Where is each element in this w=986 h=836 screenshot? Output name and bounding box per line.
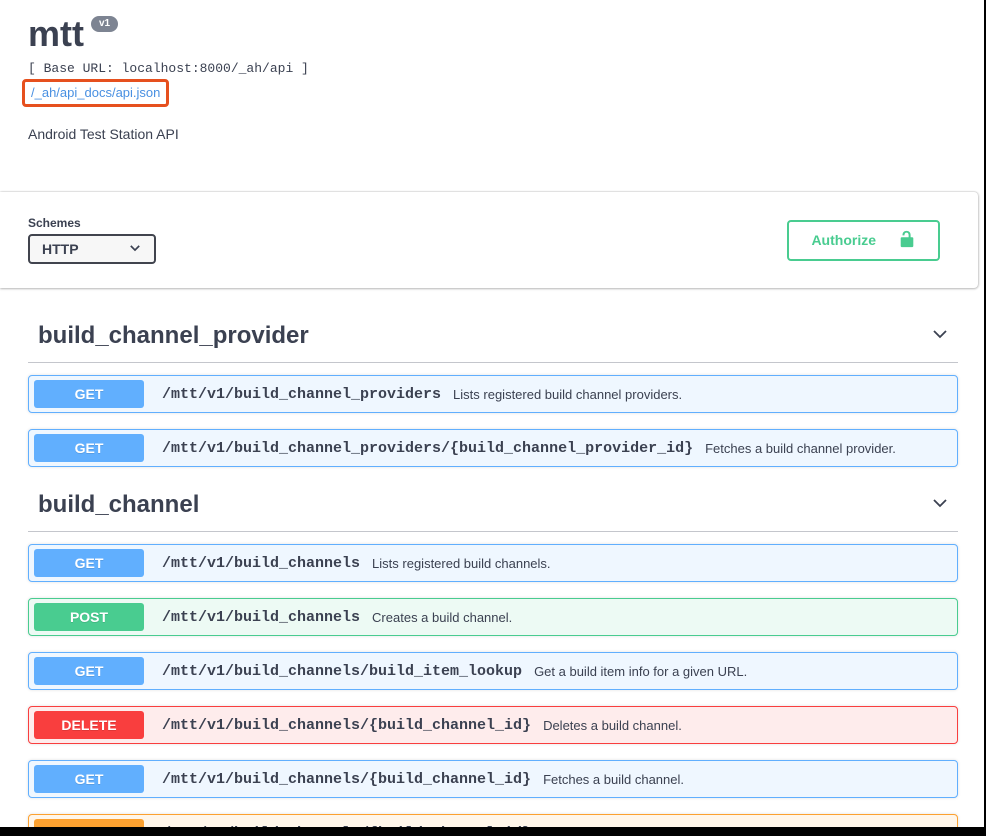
chevron-down-icon[interactable] — [922, 493, 958, 518]
section-operations: GET /mtt/v1/build_channel_providers List… — [28, 375, 958, 467]
operation-summary: Lists registered build channels. — [372, 555, 551, 571]
method-badge: GET — [34, 434, 144, 462]
method-badge: GET — [34, 380, 144, 408]
method-badge: GET — [34, 657, 144, 685]
api-description: Android Test Station API — [28, 126, 179, 142]
operation-row[interactable]: DELETE /mtt/v1/build_channels/{build_cha… — [28, 706, 958, 744]
operation-path: /mtt/v1/build_channel_providers — [162, 385, 442, 403]
operation-summary: Get a build item info for a given URL. — [534, 663, 748, 679]
operation-summary: Deletes a build channel. — [543, 717, 682, 733]
method-badge: GET — [34, 549, 144, 577]
operation-path: /mtt/v1/build_channel_providers/{build_c… — [162, 439, 694, 457]
schemes-block: Schemes HTTP — [28, 216, 156, 264]
chevron-down-icon[interactable] — [922, 324, 958, 349]
screenshot-border-right — [984, 0, 986, 836]
scheme-selected-value: HTTP — [42, 241, 79, 257]
operation-row[interactable]: GET /mtt/v1/build_channels/{build_channe… — [28, 760, 958, 798]
section-title: build_channel — [38, 491, 200, 518]
operation-path: /mtt/v1/build_channels — [162, 608, 361, 626]
operation-path: /mtt/v1/build_channels/{build_channel_id… — [162, 716, 532, 734]
section-title: build_channel_provider — [38, 322, 309, 349]
operation-path: /mtt/v1/build_channels/{build_channel_id… — [162, 770, 532, 788]
operation-summary: Fetches a build channel provider. — [705, 440, 896, 456]
operation-summary: Creates a build channel. — [372, 609, 513, 625]
scheme-container: Schemes HTTP Authorize — [0, 192, 978, 288]
method-badge: GET — [34, 765, 144, 793]
section-operations: GET /mtt/v1/build_channels Lists registe… — [28, 544, 958, 836]
operation-summary: Fetches a build channel. — [543, 771, 684, 787]
operation-path: /mtt/v1/build_channels/build_item_lookup — [162, 662, 523, 680]
authorize-label: Authorize — [811, 232, 876, 248]
api-section: build_channel_provider GET /mtt/v1/build… — [28, 314, 958, 467]
title-row: mtt v1 — [28, 14, 958, 54]
unlocked-padlock-icon — [898, 230, 916, 251]
schemes-label: Schemes — [28, 216, 81, 230]
chevron-down-icon — [128, 241, 142, 258]
api-info: mtt v1 [ Base URL: localhost:8000/_ah/ap… — [0, 0, 986, 142]
scheme-select[interactable]: HTTP — [28, 234, 156, 264]
api-section: build_channel GET /mtt/v1/build_channels… — [28, 483, 958, 836]
base-url: [ Base URL: localhost:8000/_ah/api ] — [28, 61, 309, 76]
operation-row[interactable]: GET /mtt/v1/build_channel_providers List… — [28, 375, 958, 413]
sections: build_channel_provider GET /mtt/v1/build… — [0, 288, 986, 836]
spec-json-link[interactable]: /_ah/api_docs/api.json — [31, 85, 161, 100]
screenshot-border-bottom — [0, 827, 986, 836]
operation-row[interactable]: GET /mtt/v1/build_channel_providers/{bui… — [28, 429, 958, 467]
api-title: mtt — [28, 13, 84, 54]
operation-row[interactable]: POST /mtt/v1/build_channels Creates a bu… — [28, 598, 958, 636]
operation-summary: Lists registered build channel providers… — [453, 386, 683, 402]
method-badge: POST — [34, 603, 144, 631]
method-badge: DELETE — [34, 711, 144, 739]
operation-row[interactable]: GET /mtt/v1/build_channels/build_item_lo… — [28, 652, 958, 690]
section-header[interactable]: build_channel — [28, 483, 958, 532]
authorize-button[interactable]: Authorize — [787, 219, 940, 261]
annotation-highlight-box: /_ah/api_docs/api.json — [22, 79, 170, 107]
section-header[interactable]: build_channel_provider — [28, 314, 958, 363]
operation-path: /mtt/v1/build_channels — [162, 554, 361, 572]
version-badge: v1 — [91, 16, 119, 32]
operation-row[interactable]: GET /mtt/v1/build_channels Lists registe… — [28, 544, 958, 582]
